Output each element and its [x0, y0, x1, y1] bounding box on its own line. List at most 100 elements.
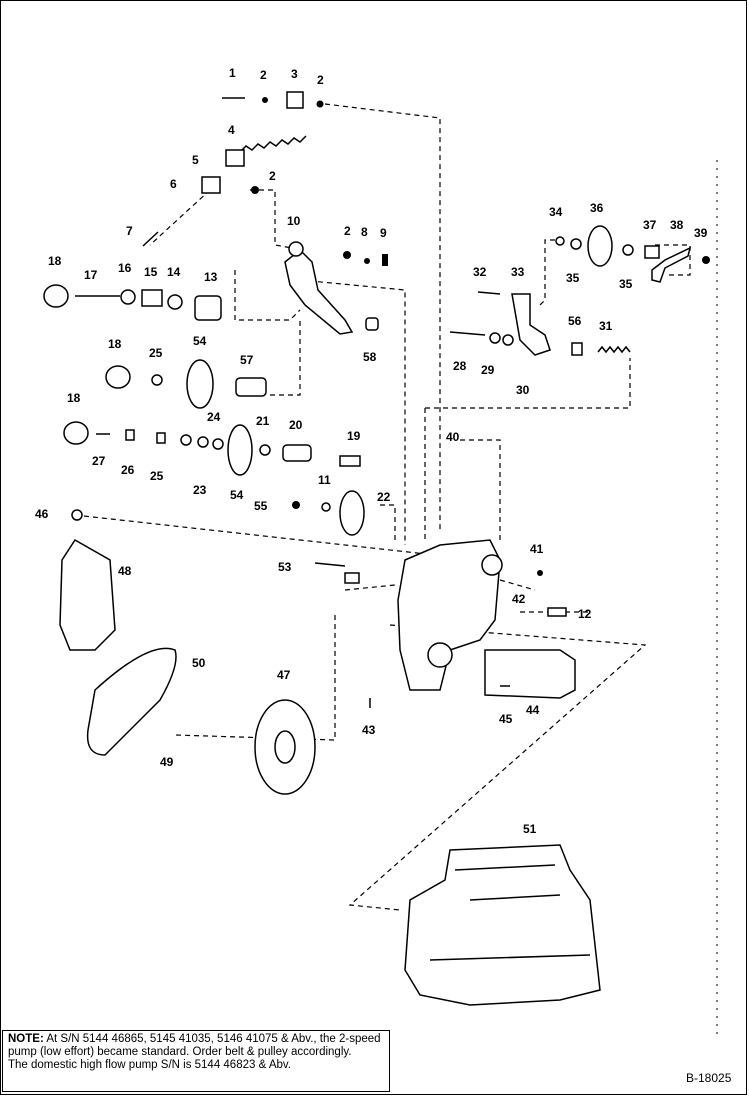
callout-18b: 18 — [108, 337, 122, 351]
bracket-part-38 — [651, 246, 692, 283]
callout-19: 19 — [347, 429, 361, 443]
washer-part-14 — [167, 294, 183, 310]
figure-id: B-18025 — [686, 1071, 732, 1085]
callout-38: 38 — [670, 218, 684, 232]
callout-25b: 25 — [150, 469, 164, 483]
leader-lines — [74, 103, 691, 911]
callout-43: 43 — [362, 723, 376, 737]
housing-part-42 — [397, 539, 501, 691]
lever-part-33 — [511, 293, 551, 356]
callout-7: 7 — [126, 224, 133, 238]
callout-18c: 18 — [67, 391, 81, 405]
callout-16: 16 — [118, 261, 132, 275]
callout-55: 55 — [254, 499, 268, 513]
callout-21: 21 — [256, 414, 270, 428]
washer-part-16 — [120, 289, 136, 305]
bearing-part-18c — [63, 421, 89, 445]
motor-part-44 — [484, 649, 576, 699]
callout-4: 4 — [228, 123, 235, 137]
callout-53: 53 — [278, 560, 292, 574]
callout-27: 27 — [92, 454, 106, 468]
callout-22: 22 — [377, 490, 391, 504]
note-line-2: The domestic high flow pump S/N is 5144 … — [8, 1059, 291, 1071]
callout-56: 56 — [568, 314, 582, 328]
note-line-1: At S/N 5144 46865, 5145 41035, 5146 4107… — [8, 1033, 381, 1058]
callout-58: 58 — [363, 350, 377, 364]
gear-part-54a — [186, 359, 214, 409]
callout-25a: 25 — [149, 346, 163, 360]
shaft-part-57 — [235, 377, 267, 397]
callout-2b: 2 — [317, 73, 324, 87]
pulley-part-36 — [587, 225, 613, 267]
nut-part-2 — [262, 97, 268, 103]
pin-part-7 — [142, 231, 159, 247]
callout-29: 29 — [481, 363, 495, 377]
callout-2a: 2 — [260, 68, 267, 82]
callout-35a: 35 — [566, 271, 580, 285]
callout-37: 37 — [643, 218, 657, 232]
bearing-part-18a — [43, 284, 69, 308]
shaft-part-20 — [282, 444, 312, 462]
callout-11: 11 — [318, 473, 331, 487]
spring-part-31 — [597, 345, 631, 354]
callout-49: 49 — [160, 755, 174, 769]
callout-30: 30 — [516, 383, 530, 397]
callout-17: 17 — [84, 268, 98, 282]
callout-46: 46 — [35, 507, 49, 521]
callout-15: 15 — [144, 265, 158, 279]
arm-part-10 — [284, 248, 354, 335]
nut-part-2b — [316, 100, 324, 108]
callout-20: 20 — [289, 418, 303, 432]
bushing-part-13 — [194, 295, 222, 321]
callout-labels: 1 2 3 2 4 5 6 2 7 10 2 8 9 18 17 16 15 1… — [35, 66, 708, 836]
pulley-part-22 — [339, 490, 365, 536]
callout-54b: 54 — [230, 488, 244, 502]
cover-part-48 — [59, 538, 116, 651]
callout-3: 3 — [291, 67, 298, 81]
callout-50: 50 — [192, 656, 206, 670]
gear-part-54b — [227, 424, 253, 476]
callout-13: 13 — [204, 270, 218, 284]
callout-5: 5 — [192, 153, 199, 167]
callout-35b: 35 — [619, 277, 633, 291]
callout-18a: 18 — [48, 254, 62, 268]
block-part-3 — [286, 91, 304, 109]
callout-54a: 54 — [193, 334, 207, 348]
callout-47: 47 — [277, 668, 291, 682]
callout-2c: 2 — [269, 169, 276, 183]
callout-12: 12 — [578, 607, 592, 621]
belt-part-50 — [86, 647, 177, 756]
bushing-part-15 — [141, 289, 163, 307]
callout-48: 48 — [118, 564, 132, 578]
callout-45: 45 — [499, 712, 513, 726]
callout-1: 1 — [229, 66, 236, 80]
callout-10: 10 — [287, 214, 301, 228]
callout-32: 32 — [473, 265, 487, 279]
engine-part-51 — [404, 844, 601, 1006]
spring-part-4 — [239, 135, 307, 153]
callout-8: 8 — [361, 225, 368, 239]
callout-23: 23 — [193, 483, 207, 497]
callout-9: 9 — [380, 226, 387, 240]
callout-2d: 2 — [344, 224, 351, 238]
callout-33: 33 — [511, 265, 525, 279]
callout-24: 24 — [207, 410, 221, 424]
callout-28: 28 — [453, 359, 467, 373]
callout-31: 31 — [599, 319, 613, 333]
callout-51: 51 — [523, 822, 537, 836]
note-box: NOTE: At S/N 5144 46865, 5145 41035, 514… — [2, 1030, 390, 1092]
callout-44: 44 — [526, 703, 540, 717]
block-part-6 — [201, 176, 221, 194]
block-part-5 — [225, 149, 245, 167]
bearing-part-18b — [105, 365, 131, 389]
callout-36: 36 — [590, 201, 604, 215]
callout-42: 42 — [512, 592, 526, 606]
callout-41: 41 — [530, 542, 544, 556]
callout-57: 57 — [240, 353, 254, 367]
nut-part-2c — [251, 186, 259, 194]
parts — [43, 91, 710, 1006]
callout-34: 34 — [549, 205, 563, 219]
callout-26: 26 — [121, 463, 135, 477]
